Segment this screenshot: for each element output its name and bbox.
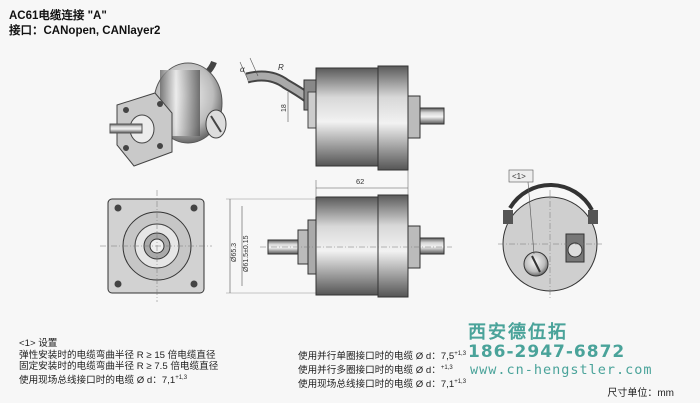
diameter-label-1: Ø65.3 bbox=[231, 243, 238, 262]
interface-note-2: 使用并行多圈接口时的电缆 Ø d：+1,3 bbox=[298, 364, 453, 376]
watermark-phone: 186-2947-6872 bbox=[468, 342, 626, 362]
watermark-company: 西安德伍拓 bbox=[468, 322, 568, 343]
installation-notes: <1> 设置 弹性安装时的电缆弯曲半径 R ≥ 15 倍电缆直径 固定安装时的电… bbox=[19, 338, 218, 387]
callout-1-label: <1> bbox=[512, 172, 526, 181]
watermark-url: www.cn-hengstler.com bbox=[470, 362, 653, 378]
cable-angle-label: α bbox=[240, 65, 245, 74]
note-line-3: 使用现场总线接口时的电缆 Ø d：7,1+1,3 bbox=[19, 374, 188, 386]
diameter-label-2: Ø61.5±0.15 bbox=[243, 235, 250, 272]
rear-view: <1> bbox=[498, 169, 602, 298]
drawing-title: AC61电缆连接 "A" bbox=[9, 10, 107, 22]
perspective-view bbox=[109, 60, 227, 167]
dimension-length: 62 bbox=[315, 170, 409, 196]
length-label: 62 bbox=[356, 177, 364, 186]
side-view-top: α R 18 bbox=[239, 57, 445, 171]
interface-notes: 使用并行单圈接口时的电缆 Ø d：7,5+1,3 使用并行多圈接口时的电缆 Ø … bbox=[298, 349, 466, 390]
cable-radius-label: R bbox=[278, 63, 284, 72]
interface-note-1: 使用并行单圈接口时的电缆 Ø d：7,5+1,3 bbox=[298, 351, 467, 363]
note-line-2: 固定安装时的电缆弯曲半径 R ≥ 7.5 倍电缆直径 bbox=[19, 361, 219, 373]
note-line-1: 弹性安装时的电缆弯曲半径 R ≥ 15 倍电缆直径 bbox=[19, 349, 216, 361]
interface-label: 接口：CANopen, CANlayer2 bbox=[9, 25, 161, 37]
front-view-flange bbox=[100, 190, 212, 302]
diameter-dimensions: Ø65.3 Ø61.5±0.15 bbox=[226, 198, 316, 294]
unit-label: 尺寸单位：mm bbox=[607, 388, 674, 399]
interface-note-3: 使用现场总线接口时的电缆 Ø d：7,1+1,3 bbox=[298, 378, 467, 390]
cable-offset-label: 18 bbox=[281, 104, 288, 112]
side-view-bottom bbox=[260, 194, 452, 298]
notes-heading: <1> 设置 bbox=[19, 338, 58, 349]
